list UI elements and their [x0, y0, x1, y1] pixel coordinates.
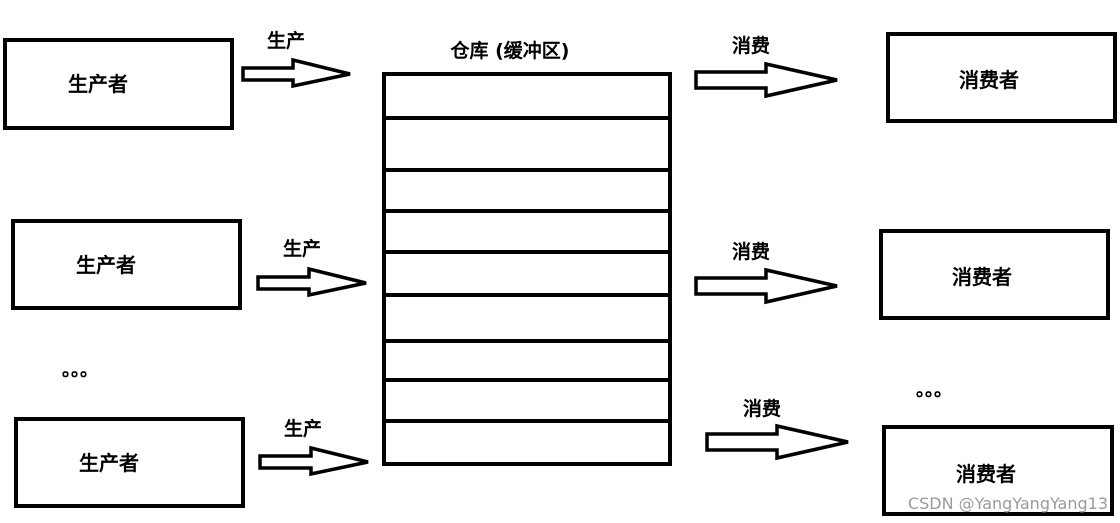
- buffer-slots: [384, 116, 672, 423]
- consume-label: 消费: [743, 397, 781, 420]
- arrow-right-icon: [694, 267, 838, 305]
- consume-arrow-3: 消费: [705, 397, 849, 461]
- ellipsis-text: 。。。: [916, 380, 952, 401]
- consume-arrow-1: 消费: [694, 34, 838, 99]
- consumer-label: 消费者: [956, 462, 1016, 486]
- produce-arrow-2: 生产: [256, 237, 367, 298]
- consumer-1: 消费者: [886, 32, 1117, 123]
- consume-label: 消费: [732, 240, 770, 263]
- consume-label: 消费: [732, 34, 770, 57]
- producer-label: 生产者: [76, 253, 136, 277]
- arrow-right-icon: [705, 423, 849, 461]
- consumer-box: [882, 425, 1114, 516]
- produce-arrow-3: 生产: [258, 417, 369, 477]
- arrow-right-icon: [241, 57, 351, 89]
- produce-arrow-1: 生产: [241, 29, 351, 89]
- consumer-label: 消费者: [952, 265, 1012, 289]
- consumer-box: [879, 229, 1110, 320]
- producer-3: 生产者: [14, 417, 245, 508]
- producer-box: [3, 38, 234, 130]
- consumer-2: 消费者: [879, 229, 1110, 320]
- arrow-right-icon: [258, 445, 369, 477]
- consume-arrow-2: 消费: [694, 240, 838, 305]
- consumer-label: 消费者: [959, 68, 1019, 92]
- producer-1: 生产者: [3, 38, 234, 130]
- producer-ellipsis: 。。。: [62, 360, 98, 381]
- buffer-title: 仓库 (缓冲区): [450, 39, 570, 62]
- buffer-box: [382, 72, 672, 466]
- consumer-3: 消费者: [882, 425, 1114, 516]
- ellipsis-text: 。。。: [62, 360, 98, 381]
- producer-label: 生产者: [79, 451, 139, 475]
- producer-box: [11, 219, 242, 310]
- consumer-ellipsis: 。。。: [916, 380, 952, 401]
- arrow-right-icon: [694, 61, 838, 99]
- consumer-box: [886, 32, 1117, 123]
- producer-2: 生产者: [11, 219, 242, 310]
- producer-box: [14, 417, 245, 508]
- produce-label: 生产: [283, 237, 321, 260]
- produce-label: 生产: [267, 29, 305, 52]
- producer-label: 生产者: [68, 72, 128, 96]
- buffer: 仓库 (缓冲区): [382, 39, 672, 466]
- produce-label: 生产: [284, 417, 322, 440]
- watermark-text: CSDN @YangYangYang13: [908, 494, 1108, 513]
- arrow-right-icon: [256, 266, 367, 298]
